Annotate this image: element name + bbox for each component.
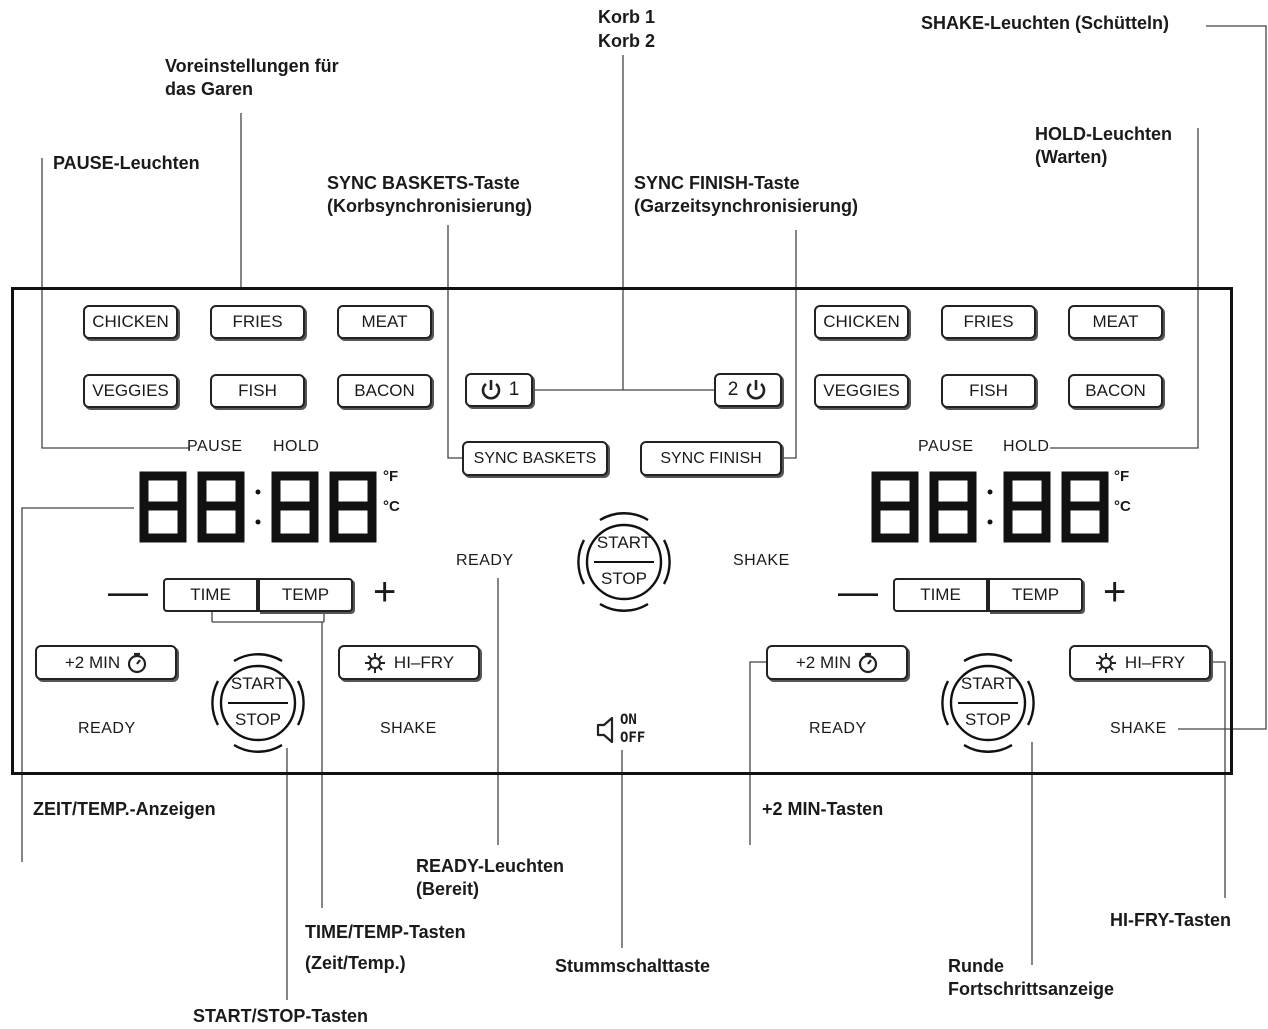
sync-finish-button[interactable]: SYNC FINISH [640, 441, 782, 476]
power-icon [481, 380, 500, 400]
mute-button-label: Stummschalttaste [555, 956, 711, 976]
plus-button-right[interactable]: + [1103, 570, 1127, 614]
unit-f-right: °F [1114, 468, 1130, 485]
zone-2-button[interactable]: 2 [714, 373, 782, 407]
time-button-left[interactable]: TIME [163, 578, 258, 612]
preset-meat-left[interactable]: MEAT [337, 305, 432, 339]
presets-label-line1: Voreinstellungen für [165, 56, 339, 76]
shake-light-left: SHAKE [380, 720, 437, 737]
ready-lights-label-line1: READY-Leuchten [416, 856, 565, 876]
mute-on-label: ON [620, 712, 637, 728]
unit-c-left: °C [383, 498, 400, 515]
hifry-button-right[interactable]: HI–FRY [1069, 645, 1211, 680]
stopwatch-icon [128, 652, 147, 673]
time-button-right[interactable]: TIME [893, 578, 988, 612]
progress-ring-icon [941, 653, 1035, 753]
ready-lights-label-line2: (Bereit) [416, 879, 480, 899]
hifry-buttons-label: HI-FRY-Tasten [1110, 910, 1232, 930]
stop-label: STOP [235, 710, 281, 729]
hifry-icon [364, 652, 385, 673]
presets-label-line2: das Garen [165, 79, 254, 99]
pause-light-left: PAUSE [187, 438, 243, 455]
preset-chicken-right[interactable]: CHICKEN [814, 305, 909, 339]
hold-lights-label-line2: (Warten) [1035, 147, 1108, 167]
preset-veggies-right[interactable]: VEGGIES [814, 374, 909, 408]
preset-fries-left[interactable]: FRIES [210, 305, 305, 339]
progress-label-line1: Runde [948, 956, 1004, 976]
plus2min-label: +2 MIN [64, 652, 121, 672]
start-label: START [230, 674, 286, 693]
hifry-icon [1095, 652, 1116, 673]
start-label: START [960, 674, 1016, 693]
korb-1-label: Korb 1 [598, 7, 656, 27]
sync-baskets-label-line1: SYNC BASKETS-Taste [327, 173, 520, 193]
sync-baskets-label-line2: (Korbsynchronisierung) [327, 196, 533, 216]
zone-1-number: 1 [508, 379, 520, 400]
zone-1-button[interactable]: 1 [465, 373, 533, 407]
progress-label-line2: Fortschrittsanzeige [948, 979, 1115, 999]
hifry-label: HI–FRY [393, 652, 455, 672]
preset-fish-left[interactable]: FISH [210, 374, 305, 408]
pause-light-right: PAUSE [918, 438, 974, 455]
korb-2-label: Korb 2 [598, 31, 656, 51]
hold-lights-label-line1: HOLD-Leuchten [1035, 124, 1172, 144]
hifry-button-left[interactable]: HI–FRY [338, 645, 480, 680]
time-temp-buttons-label-line1: TIME/TEMP-Tasten [305, 922, 466, 942]
start-stop-button-center[interactable]: START STOP [574, 512, 674, 612]
start-stop-button-right[interactable]: START STOP [938, 653, 1038, 753]
shake-lights-label: SHAKE-Leuchten (Schütteln) [921, 13, 1170, 33]
minus-button-left[interactable]: — [108, 570, 148, 614]
plus-button-left[interactable]: + [373, 570, 397, 614]
pause-lights-label: PAUSE-Leuchten [53, 153, 200, 173]
hifry-label: HI–FRY [1124, 652, 1186, 672]
temp-button-left[interactable]: TEMP [258, 578, 353, 612]
mute-button[interactable]: ON OFF [596, 711, 652, 749]
progress-ring-icon [577, 512, 671, 612]
stopwatch-icon [859, 652, 878, 673]
zone-2-number: 2 [727, 379, 739, 400]
sync-baskets-button[interactable]: SYNC BASKETS [462, 441, 608, 476]
time-temp-displays-label: ZEIT/TEMP.-Anzeigen [33, 799, 216, 819]
shake-light-center: SHAKE [733, 552, 790, 569]
sync-finish-label-line1: SYNC FINISH-Taste [634, 173, 800, 193]
plus2min-button-left[interactable]: +2 MIN [35, 645, 177, 680]
shake-light-right: SHAKE [1110, 720, 1167, 737]
plus2min-label: +2 MIN [795, 652, 852, 672]
time-temp-display-right [871, 471, 1109, 543]
preset-meat-right[interactable]: MEAT [1068, 305, 1163, 339]
preset-chicken-left[interactable]: CHICKEN [83, 305, 178, 339]
mute-off-label: OFF [620, 730, 646, 746]
progress-ring-icon [211, 653, 305, 753]
speaker-icon [596, 716, 614, 744]
minus-button-right[interactable]: — [838, 570, 878, 614]
unit-f-left: °F [383, 468, 399, 485]
preset-veggies-left[interactable]: VEGGIES [83, 374, 178, 408]
time-temp-buttons-label-line2: (Zeit/Temp.) [305, 953, 406, 973]
sync-finish-label-line2: (Garzeitsynchronisierung) [634, 196, 859, 216]
temp-button-right[interactable]: TEMP [988, 578, 1083, 612]
hold-light-left: HOLD [273, 438, 320, 455]
time-temp-display-left [139, 471, 377, 543]
power-icon [746, 380, 766, 400]
hold-light-right: HOLD [1003, 438, 1050, 455]
start-label: START [596, 533, 652, 552]
preset-bacon-right[interactable]: BACON [1068, 374, 1163, 408]
start-stop-buttons-label: START/STOP-Tasten [193, 1006, 369, 1026]
preset-fish-right[interactable]: FISH [941, 374, 1036, 408]
ready-light-right: READY [809, 720, 867, 737]
control-panel [11, 287, 1233, 775]
plus2min-button-right[interactable]: +2 MIN [766, 645, 908, 680]
unit-c-right: °C [1114, 498, 1131, 515]
stop-label: STOP [601, 569, 647, 588]
start-stop-button-left[interactable]: START STOP [208, 653, 308, 753]
stop-label: STOP [965, 710, 1011, 729]
plus2min-buttons-label: +2 MIN-Tasten [762, 799, 884, 819]
preset-bacon-left[interactable]: BACON [337, 374, 432, 408]
preset-fries-right[interactable]: FRIES [941, 305, 1036, 339]
ready-light-left: READY [78, 720, 136, 737]
ready-light-center: READY [456, 552, 514, 569]
